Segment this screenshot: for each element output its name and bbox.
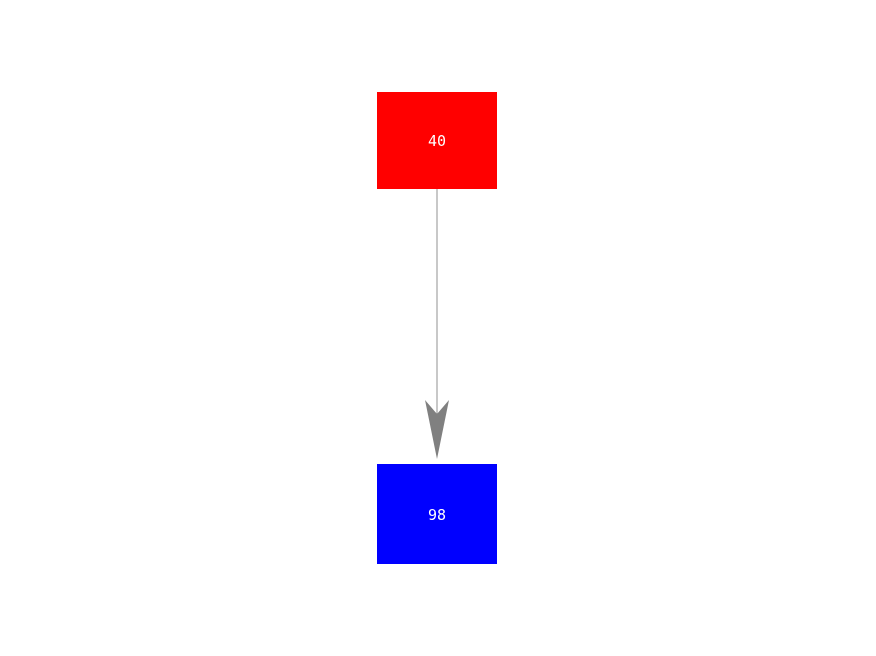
arrowhead-down-icon bbox=[425, 400, 449, 459]
node-top-rect bbox=[377, 92, 497, 189]
node-top-label: 40 bbox=[428, 132, 446, 150]
node-bottom-label: 98 bbox=[428, 506, 446, 524]
node-bottom-rect bbox=[377, 464, 497, 564]
